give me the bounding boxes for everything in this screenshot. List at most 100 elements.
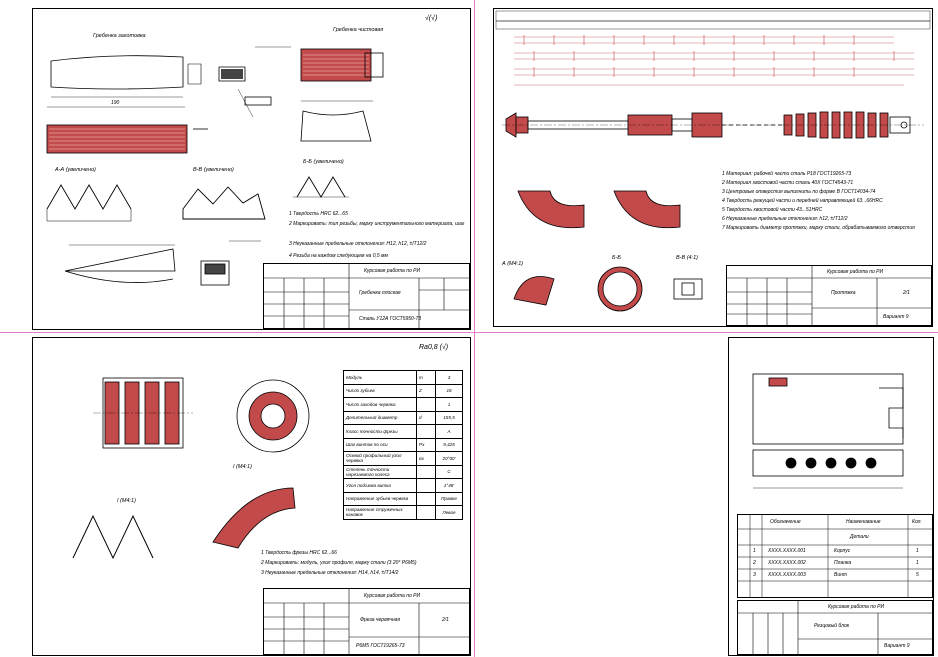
note-1: 1 Материал: рабочей части сталь Р18 ГОСТ…: [722, 171, 852, 177]
separator-horizontal: [0, 332, 938, 333]
spec-row-1-code: ХХХХ.ХХХХ.001: [768, 548, 806, 554]
param-name: Класс точности фрезы: [343, 424, 417, 439]
param-value: C: [435, 464, 463, 479]
param-symbol: [416, 478, 436, 493]
part-name: Гребенка плоская: [359, 290, 401, 296]
param-name: Направление стружечных канавок: [343, 505, 417, 520]
note-2: 2 Маркировать: модуль, угол профиля, мар…: [261, 560, 417, 566]
param-value: 3: [435, 370, 463, 385]
sheet-number: 2/1: [442, 617, 449, 623]
param-value: Левое: [435, 505, 463, 520]
broach-drawings: [495, 10, 931, 312]
comb-drawings: 190: [46, 46, 384, 286]
note-5: 5 Твердость хвостовой части 43...51HRC: [722, 207, 823, 213]
spec-header-qty: Кол.: [912, 519, 922, 525]
spec-header-designation: Обозначение: [770, 519, 801, 525]
param-symbol: m: [416, 370, 436, 385]
title-block-grid: [738, 601, 932, 654]
title-block: Курсовая работа по РИ Резцовый блок Вари…: [737, 600, 933, 655]
spec-section: Детали: [850, 534, 869, 540]
param-value: 1°48': [435, 478, 463, 493]
sheet-number: 2/1: [903, 290, 910, 296]
param-name: Число заходов червяка: [343, 397, 417, 412]
param-name: Степень точности нарезаемого колеса: [343, 464, 417, 479]
param-symbol: [416, 464, 436, 479]
detail-label: Ι (М4:1): [233, 464, 252, 470]
param-name: Модуль: [343, 370, 417, 385]
param-symbol: Px: [416, 437, 436, 452]
param-symbol: [416, 491, 436, 506]
param-value: A: [435, 424, 463, 439]
param-name: Делительный диаметр: [343, 410, 417, 425]
note-6: 6 Неуказанные предельные отклонения: h12…: [722, 216, 848, 222]
param-row: Угол подъема витка 1°48': [343, 478, 463, 493]
spec-row-2-qty: 1: [916, 560, 919, 566]
param-symbol: [416, 505, 436, 520]
section-label-c: В-В (4:1): [676, 255, 699, 261]
spec-row-2-pos: 2: [753, 560, 756, 566]
param-row: Число заходов червяка 1: [343, 397, 463, 412]
param-value: 1: [435, 397, 463, 412]
note-3: 3 Центровые отверстия выполнить по форме…: [722, 189, 876, 195]
note-4: 4 Твердость режущей части и передней нап…: [722, 198, 883, 204]
param-value: 20°00': [435, 451, 463, 466]
spec-row-1-name: Корпус: [834, 548, 851, 554]
note-1: 1 Твердость фрезы HRC 62...66: [261, 550, 337, 556]
title-block-grid: [264, 264, 469, 328]
drawing-sheet-2[interactable]: А (М4:1) Б-Б В-В (4:1) 1 Материал: рабоч…: [493, 8, 933, 327]
param-name: Шаг винтов по оси: [343, 437, 417, 452]
param-name: Угол подъема витка: [343, 478, 417, 493]
assembly-drawings: [752, 373, 904, 489]
param-symbol: Z: [416, 383, 436, 398]
note-3: 3 Неуказанные предельные отклонения: H12…: [289, 241, 427, 247]
param-value: 9,425: [435, 437, 463, 452]
spec-row-2-code: ХХХХ.ХХХХ.002: [768, 560, 806, 566]
part-name: Фреза червячная: [360, 617, 401, 623]
param-row: Степень точности нарезаемого колеса C: [343, 464, 463, 479]
view-title-section-bb: Б-Б (увеличено): [303, 159, 344, 165]
roughness-mark: Ra0,8 (√): [419, 344, 449, 351]
param-value: Правое: [435, 491, 463, 506]
course-title: Курсовая работа по РИ: [364, 593, 421, 599]
param-row: Направление стружечных канавок Левое: [343, 505, 463, 520]
drawing-sheet-1[interactable]: √(√) Гребенка заготовка Гребенка чистова…: [32, 8, 471, 330]
spec-row-3-code: ХХХХ.ХХХХ.003: [768, 572, 806, 578]
view-title-section-vv: В-В (увеличено): [193, 167, 234, 173]
note-1: 1 Твердость HRC 62...65: [289, 211, 348, 217]
specification-table: Обозначение Наименование Кол. Детали 1 Х…: [737, 514, 933, 598]
view-title-finished: Гребенка чистовая: [333, 27, 384, 33]
spec-row-2-name: Планка: [834, 560, 852, 566]
param-name: Осевой профильный угол червяка: [343, 451, 417, 466]
param-symbol: d: [416, 410, 436, 425]
note-2: 2 Маркировать: тип резьбы, марку инструм…: [289, 221, 465, 227]
svg-text:190: 190: [111, 100, 120, 106]
part-material: Р6М5 ГОСТ19265-73: [356, 643, 405, 649]
param-name: Направление зубьев червяка: [343, 491, 417, 506]
section-label-a: А (М4:1): [502, 261, 524, 267]
spec-row-3-pos: 3: [753, 572, 756, 578]
param-value: 18: [435, 383, 463, 398]
part-name: Резцовый блок: [814, 623, 850, 629]
detail-label-2: Ι (М4:1): [117, 498, 136, 504]
spec-header-name: Наименование: [846, 519, 881, 525]
param-row: Класс точности фрезы A: [343, 424, 463, 439]
title-block-grid: [264, 589, 469, 654]
variant-label: Вариант 9: [883, 314, 909, 320]
note-3: 3 Неуказанные предельные отклонения: H14…: [261, 570, 399, 576]
spec-row-1-pos: 1: [753, 548, 756, 554]
title-block-grid: [727, 266, 931, 325]
course-title: Курсовая работа по РИ: [364, 268, 421, 274]
note-7: 7 Маркировать диаметр протяжки, марку ст…: [722, 225, 915, 231]
note-4: 4 Резьба на каждом следующем на 0,5 мм: [289, 253, 388, 259]
param-symbol: αx: [416, 451, 436, 466]
drawing-sheet-4[interactable]: Обозначение Наименование Кол. Детали 1 Х…: [728, 337, 934, 656]
course-title: Курсовая работа по РИ: [827, 269, 884, 275]
part-material: Сталь У12А ГОСТ5950-73: [359, 316, 422, 322]
